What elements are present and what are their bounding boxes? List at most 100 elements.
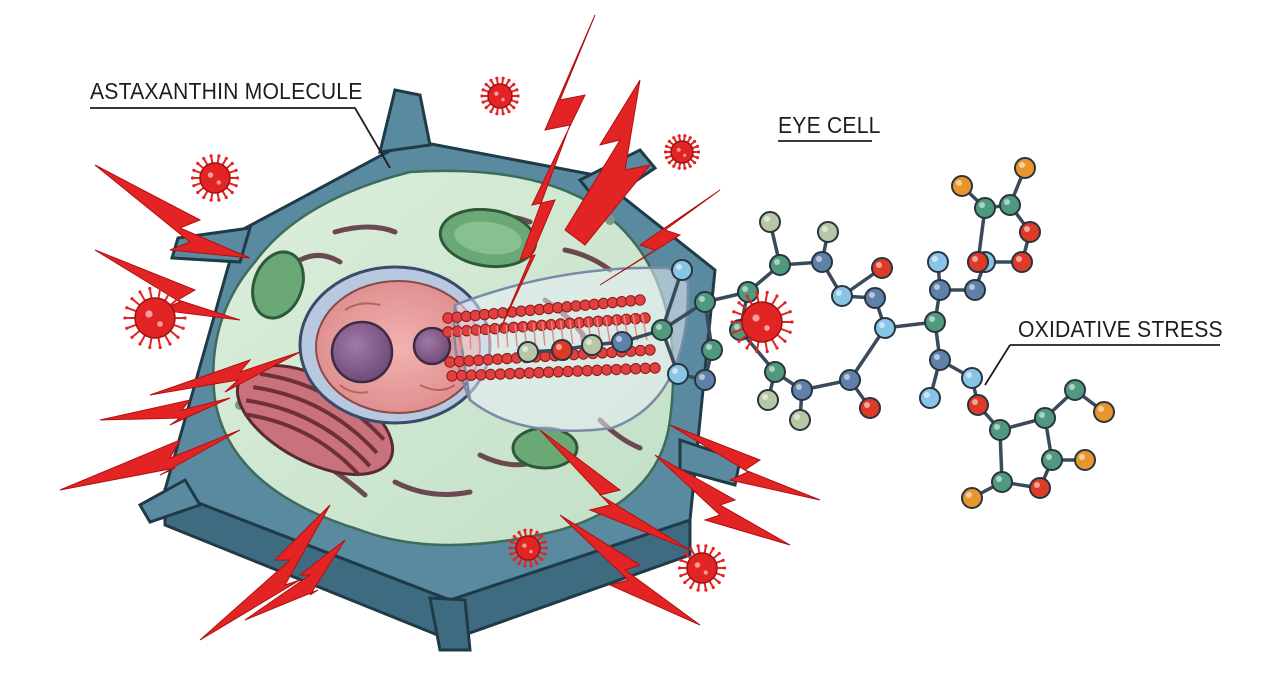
free-radical-icon: [663, 134, 701, 170]
lipid-bead: [620, 363, 632, 375]
lightning-bolt-icon: [244, 539, 346, 621]
atom-icon: [961, 487, 983, 509]
atom-icon: [551, 339, 573, 361]
atom-icon: [759, 211, 781, 233]
atom-icon: [811, 251, 833, 273]
atom-icon: [694, 291, 716, 313]
free-radical-icon: [730, 290, 794, 354]
atom-icon: [929, 349, 951, 371]
lipid-bead: [533, 366, 545, 379]
lipid-bead: [453, 355, 466, 368]
lipid-tail: [496, 326, 500, 348]
atom-icon: [874, 317, 896, 339]
lipid-bead: [600, 364, 613, 376]
lipid-bead: [482, 354, 494, 366]
lipid-tail: [541, 322, 546, 346]
lightning-bolt-icon: [99, 397, 231, 426]
lipid-bead: [494, 368, 507, 380]
astaxanthin-molecule-label: ASTAXANTHIN MOLECULE: [90, 78, 363, 104]
nucleolus: [330, 320, 394, 384]
eye-cell-label: EYE CELL: [778, 112, 881, 138]
lightning-bolt-icon: [599, 189, 721, 286]
atom-icon: [757, 389, 779, 411]
lipid-bead: [581, 364, 594, 377]
lipid-tail: [487, 326, 490, 349]
atom-icon: [791, 379, 813, 401]
lipid-tail: [505, 325, 509, 348]
atom-icon: [951, 175, 973, 197]
atom-icon: [789, 409, 811, 431]
free-radicals: [123, 76, 794, 592]
lipid-tail: [577, 319, 583, 344]
lipid-bead: [591, 364, 603, 376]
lipid-bead: [444, 356, 456, 368]
lightning-bolt-icon: [654, 454, 791, 546]
atom-icon: [1019, 221, 1041, 243]
free-radical-icon: [677, 544, 727, 592]
lightning-bolt-icon: [564, 79, 652, 246]
atom-icon: [581, 334, 603, 356]
lipid-bead: [523, 367, 536, 379]
atom-icon: [831, 285, 853, 307]
atom-icon: [1093, 401, 1115, 423]
lipid-tail: [514, 324, 518, 347]
lightning-bolt-icon: [59, 429, 241, 491]
lipid-tail: [568, 319, 574, 344]
lipid-bilayer: [442, 294, 661, 382]
lipid-bead: [644, 344, 656, 356]
atom-icon: [1064, 379, 1086, 401]
atom-icon: [961, 367, 983, 389]
free-radical-icon: [508, 528, 548, 568]
lipid-bead: [491, 353, 504, 365]
atom-icon: [769, 254, 791, 276]
atom-icon: [1011, 251, 1033, 273]
lipid-bead: [517, 320, 529, 333]
atom-icon: [839, 369, 861, 391]
lipid-bead: [501, 352, 513, 365]
atom-icon: [517, 341, 539, 363]
atom-icon: [967, 251, 989, 273]
atom-icon: [667, 363, 689, 385]
atom-icon: [1014, 157, 1036, 179]
lipid-bead: [484, 368, 497, 381]
atom-icon: [989, 419, 1011, 441]
lipid-bead: [639, 362, 652, 375]
lightning-bolt-icon: [199, 504, 331, 641]
lipid-bead: [507, 321, 520, 334]
nucleus: [298, 265, 492, 425]
free-radical-icon: [480, 76, 520, 116]
lipid-bead: [475, 369, 487, 381]
lipid-bead: [463, 355, 475, 367]
lightning-bolt-icon: [94, 249, 241, 321]
atom-icon: [919, 387, 941, 409]
oxidative-stress-label: OXIDATIVE STRESS: [1018, 316, 1223, 342]
lipid-bead: [504, 368, 516, 380]
free-radical-icon: [123, 286, 187, 350]
lipid-bead: [620, 313, 632, 326]
lipid-bead: [542, 366, 555, 378]
atom-icon: [964, 279, 986, 301]
atom-icon: [1041, 449, 1063, 471]
lipid-bead: [649, 362, 661, 374]
lightning-bolt-icon: [149, 351, 301, 396]
atom-icon: [1029, 477, 1051, 499]
atom-icon: [974, 197, 996, 219]
lightning-bolt-icon: [539, 429, 691, 551]
lipid-bead: [489, 322, 501, 335]
lipid-bead: [513, 367, 526, 380]
lipid-bead: [634, 294, 646, 306]
atom-icon: [611, 331, 633, 353]
lipid-bead: [526, 320, 539, 332]
atom-icon: [764, 361, 786, 383]
atom-icon: [864, 287, 886, 309]
atom-icon: [927, 251, 949, 273]
atom-icon: [967, 394, 989, 416]
lipid-bead: [472, 354, 485, 366]
atom-icon: [1034, 407, 1056, 429]
leader-lines: [90, 107, 1220, 386]
atom-icon: [929, 279, 951, 301]
lipid-tail: [478, 327, 481, 349]
lipid-bead: [552, 366, 565, 378]
atom-icon: [701, 339, 723, 361]
atom-icon: [924, 311, 946, 333]
